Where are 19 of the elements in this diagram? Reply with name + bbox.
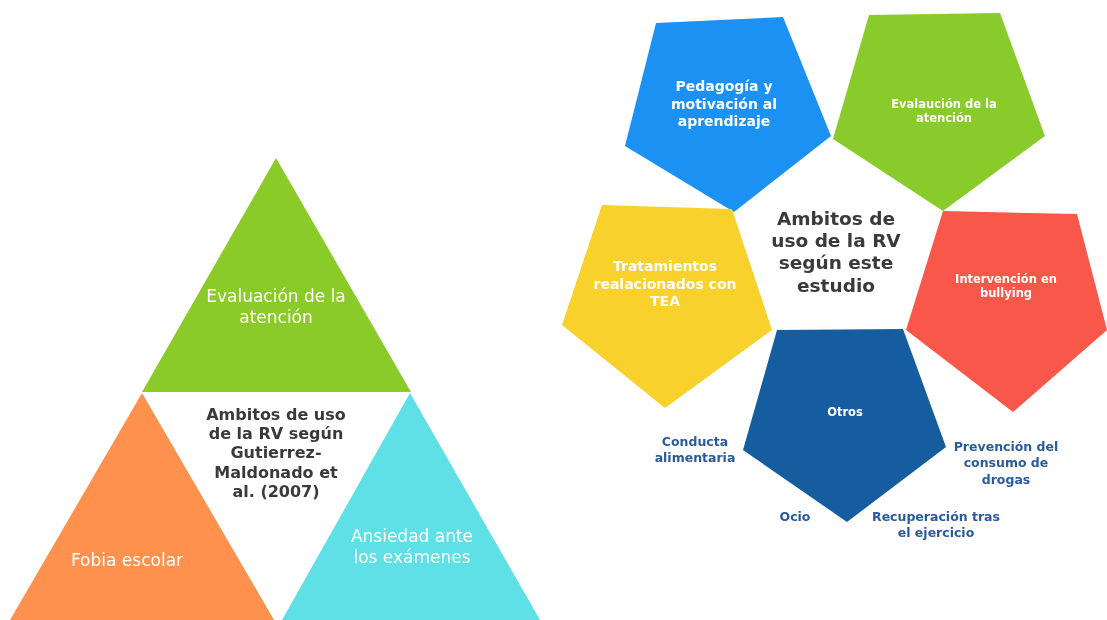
pentagon-shape (833, 13, 1045, 211)
pentagon-shape (562, 205, 772, 408)
pentagon-shape (625, 17, 831, 212)
center-title: Ambitos de uso de la RV según Gutierrez-Maldonado et al. (2007) (205, 405, 347, 501)
pentagon-shape (906, 211, 1107, 412)
triangle-shape (142, 158, 411, 392)
side-label: Ocio (778, 509, 812, 526)
node-label: Intervención en bullying (954, 272, 1058, 301)
node-label: Evalaución de la atención (890, 97, 998, 126)
side-label: Conducta alimentaria (653, 434, 737, 467)
node-label: Fobia escolar (69, 550, 185, 572)
node-label: Otros (826, 405, 864, 420)
node-label: Tratamientos realacionados con TEA (592, 258, 738, 311)
node-label: Evaluación de la atención (205, 286, 347, 329)
center-title: Ambitos de uso de la RV según este estudio (770, 208, 902, 297)
side-label: Prevención del consumo de drogas (952, 439, 1060, 488)
node-label: Ansiedad ante los exámenes (349, 526, 475, 569)
side-label: Recuperación tras el ejercicio (871, 509, 1001, 542)
node-label: Pedagogía y motivación al aprendizaje (669, 78, 779, 131)
